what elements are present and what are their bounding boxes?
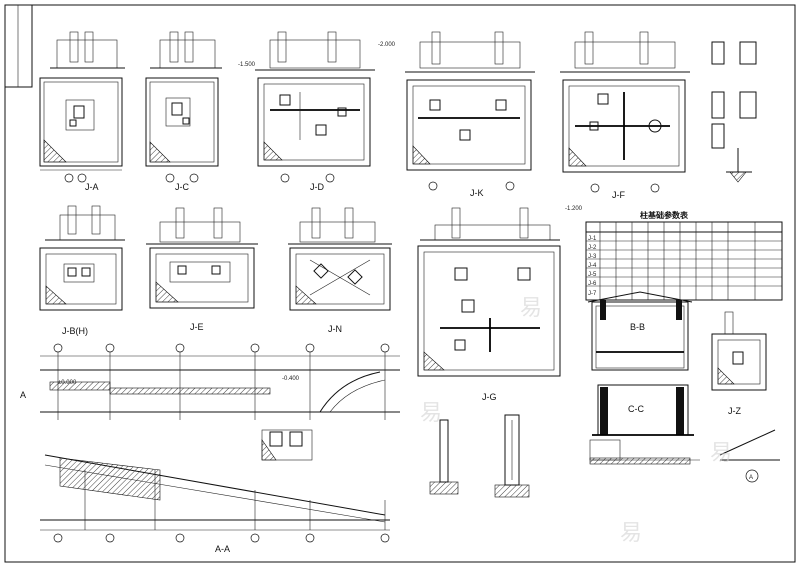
- watermark-3: 易: [620, 520, 642, 545]
- table-row-5: J-5: [588, 272, 597, 278]
- table-row-6: J-6: [588, 281, 597, 287]
- view-label-j-a: J-A: [85, 182, 99, 192]
- elevation-2: -2.000: [378, 42, 396, 48]
- view-label-j-k: J-K: [470, 188, 484, 198]
- footing-j-a: J-A: [39, 31, 125, 192]
- watermark-4: 易: [710, 440, 732, 465]
- platform-section: [589, 439, 691, 465]
- view-label-a-a: A-A: [215, 544, 230, 554]
- ramp-plan: A: [20, 343, 400, 420]
- table-title: 柱基础参数表: [640, 210, 689, 220]
- elevation-3: -1.200: [565, 206, 583, 212]
- footing-j-k: J-K: [405, 31, 535, 198]
- table-row-2: J-2: [588, 245, 597, 251]
- footing-j-bh: J-B(H): [39, 205, 125, 336]
- view-label-j-g: J-G: [482, 392, 497, 402]
- view-label-j-z: J-Z: [728, 406, 741, 416]
- elevation-5: ±0.000: [58, 380, 77, 386]
- view-label-j-n: J-N: [328, 324, 342, 334]
- elevation-4: -0.400: [282, 376, 300, 382]
- column-details: [711, 41, 757, 183]
- view-label-c-c: C-C: [628, 404, 644, 414]
- view-label-b-b: B-B: [630, 322, 645, 332]
- footing-j-e: J-E: [146, 207, 258, 332]
- view-label-j-d: J-D: [310, 182, 324, 192]
- view-label-j-bh: J-B(H): [62, 326, 88, 336]
- footing-j-g: J-G: [417, 207, 561, 402]
- parameter-table: 柱基础参数表 J-1 J-2 J-3 J-4 J-5 J-6 J-7: [585, 210, 783, 301]
- view-label-j-f: J-F: [612, 190, 625, 200]
- footing-j-c: J-C: [145, 31, 222, 192]
- table-row-7: J-7: [588, 291, 597, 297]
- view-label-j-c: J-C: [175, 182, 189, 192]
- view-label-j-e: J-E: [190, 322, 204, 332]
- watermark-1: 易: [420, 400, 442, 425]
- table-row-1: J-1: [588, 236, 597, 242]
- footing-j-n: J-N: [288, 207, 392, 334]
- axis-a-left: A: [20, 390, 26, 400]
- wall-sections: [429, 414, 530, 498]
- ramp-detail: A: [719, 429, 780, 483]
- axis-a-bubble: A: [749, 475, 753, 481]
- sheet-border: [4, 4, 796, 563]
- table-row-4: J-4: [588, 263, 597, 269]
- footing-j-d: J-D: [255, 31, 375, 192]
- footing-j-z: J-Z: [711, 311, 767, 416]
- elevation-1: -1.500: [238, 62, 256, 68]
- footing-j-f: J-F: [560, 31, 690, 200]
- section-c-c: C-C: [592, 384, 700, 461]
- watermark-2: 易: [520, 295, 542, 320]
- stair-detail: [261, 429, 313, 461]
- table-row-3: J-3: [588, 254, 597, 260]
- title-strip: [4, 4, 33, 88]
- section-a-a: A-A: [40, 454, 390, 554]
- section-b-b: B-B: [587, 291, 693, 371]
